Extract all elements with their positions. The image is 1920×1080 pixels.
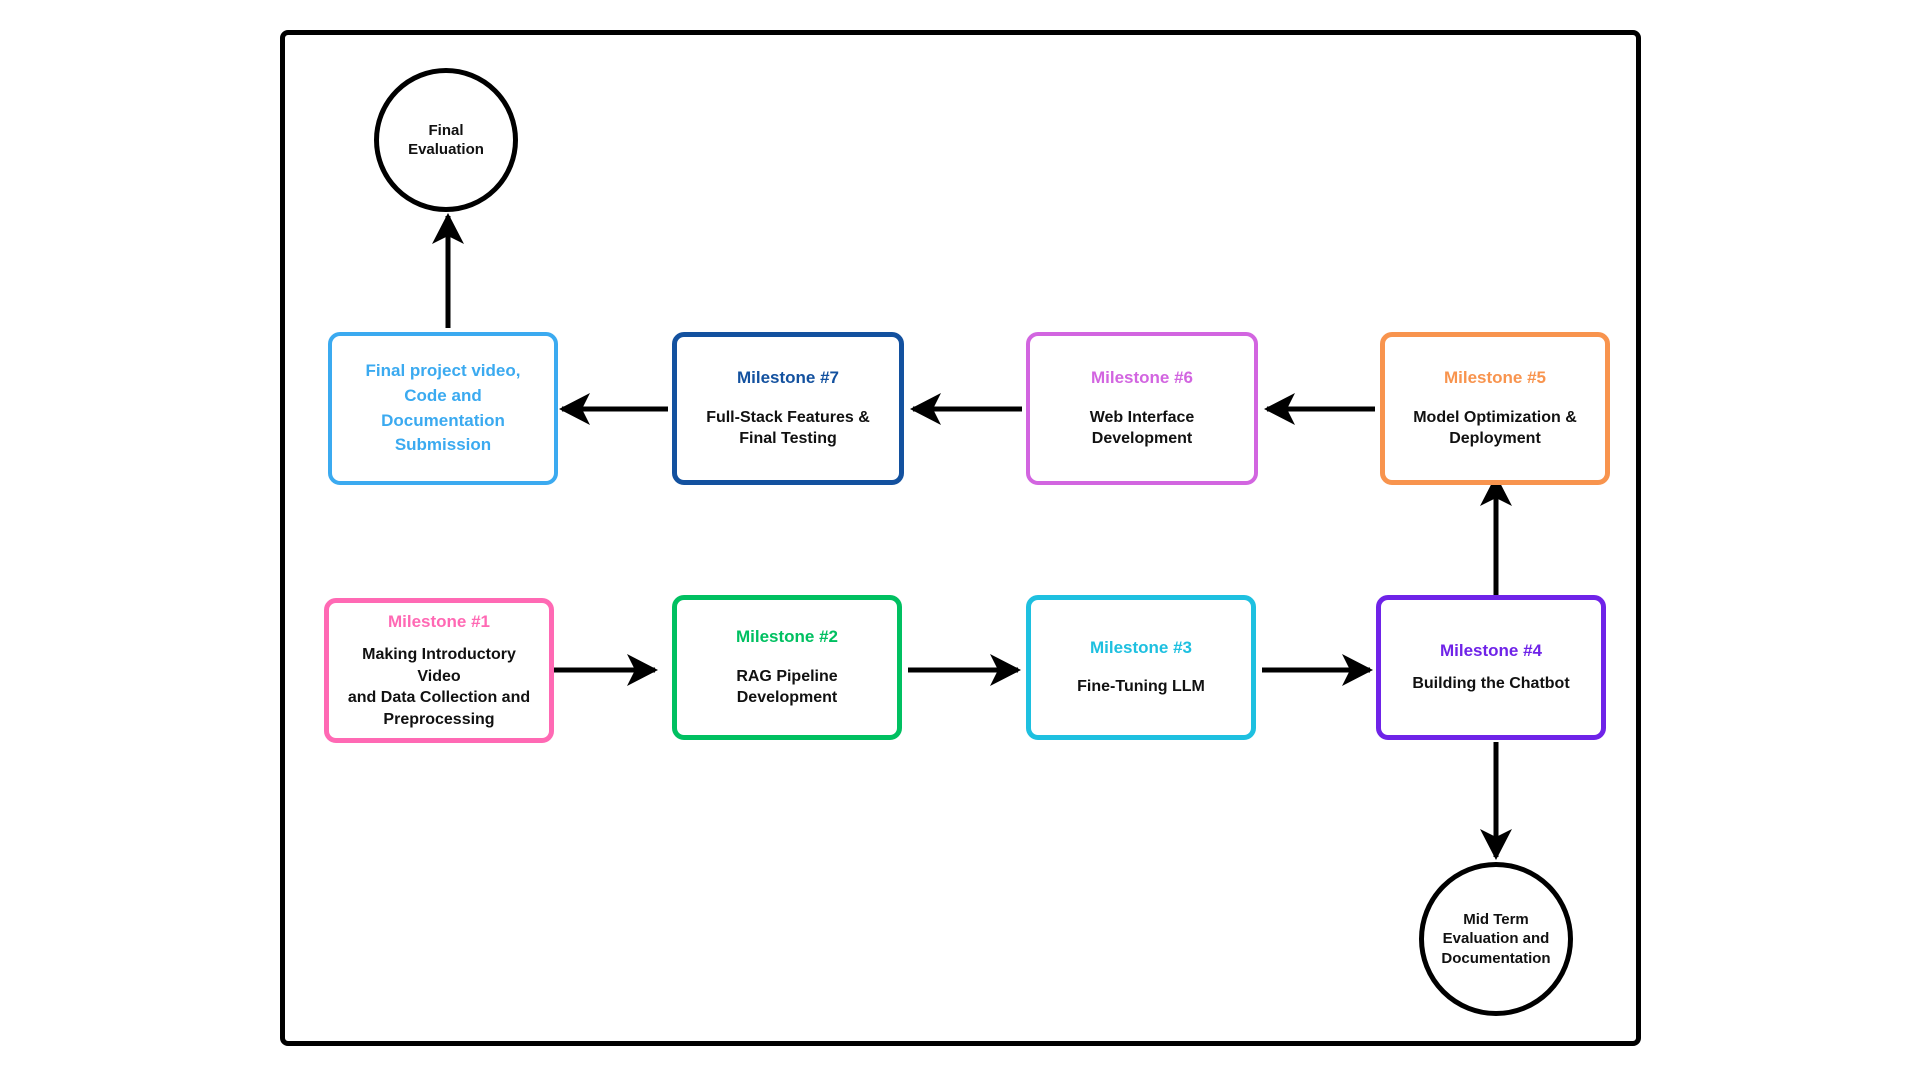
diagram-frame	[280, 30, 1641, 1046]
node-milestone-5[interactable]: Milestone #5 Model Optimization & Deploy…	[1380, 332, 1610, 485]
node-milestone-4-description: Building the Chatbot	[1412, 675, 1570, 693]
node-milestone-3-title: Milestone #3	[1089, 638, 1193, 658]
node-milestone-3[interactable]: Milestone #3 Fine-Tuning LLM	[1026, 595, 1256, 740]
node-milestone-1[interactable]: Milestone #1 Making Introductory Video a…	[324, 598, 554, 743]
node-final-submission[interactable]: Final project video, Code and Documentat…	[328, 332, 558, 485]
node-final-evaluation-label: Final Evaluation	[408, 121, 484, 159]
node-final-evaluation[interactable]: Final Evaluation	[374, 68, 518, 212]
node-mid-term-evaluation-label: Mid Term Evaluation and Documentation	[1441, 910, 1551, 967]
node-milestone-7[interactable]: Milestone #7 Full-Stack Features & Final…	[672, 332, 904, 485]
node-milestone-6-title: Milestone #6	[1090, 368, 1194, 388]
node-milestone-5-title: Milestone #5	[1443, 368, 1547, 388]
node-mid-term-evaluation[interactable]: Mid Term Evaluation and Documentation	[1419, 862, 1573, 1016]
node-milestone-6[interactable]: Milestone #6 Web Interface Development	[1026, 332, 1258, 485]
node-milestone-1-description: Making Introductory Video and Data Colle…	[347, 645, 531, 728]
node-milestone-6-description: Web Interface Development	[1089, 408, 1195, 448]
node-milestone-3-description: Fine-Tuning LLM	[1077, 678, 1205, 696]
node-milestone-4-title: Milestone #4	[1439, 641, 1543, 661]
node-milestone-5-description: Model Optimization & Deployment	[1413, 408, 1577, 448]
node-milestone-2-title: Milestone #2	[735, 627, 839, 647]
node-milestone-2-description: RAG Pipeline Development	[736, 667, 838, 707]
node-milestone-2[interactable]: Milestone #2 RAG Pipeline Development	[672, 595, 902, 740]
node-milestone-7-title: Milestone #7	[736, 368, 840, 388]
node-final-submission-label: Final project video, Code and Documentat…	[365, 361, 521, 455]
node-milestone-1-title: Milestone #1	[387, 611, 491, 631]
node-milestone-4[interactable]: Milestone #4 Building the Chatbot	[1376, 595, 1606, 740]
node-milestone-7-description: Full-Stack Features & Final Testing	[706, 408, 870, 448]
